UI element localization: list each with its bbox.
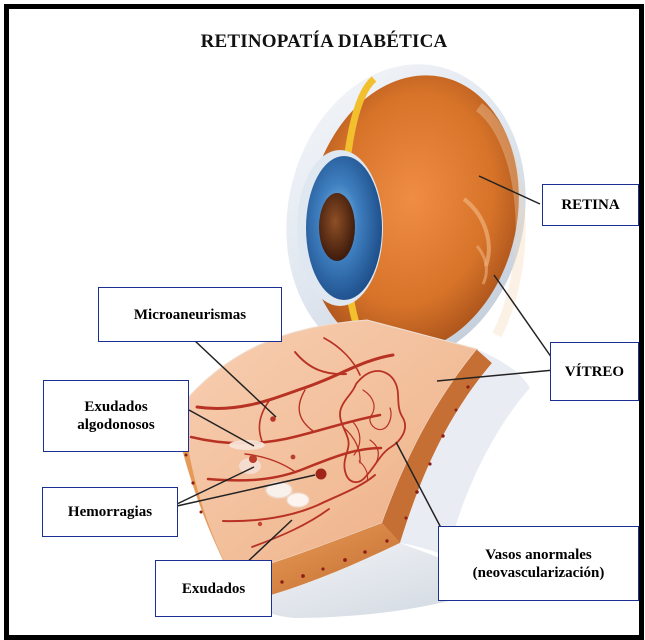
pupil: [319, 193, 355, 261]
exudados-label: Exudados: [155, 560, 272, 617]
microaneurismas-label: Microaneurismas: [98, 287, 282, 342]
exudados-algodonosos-label: Exudados algodonosos: [43, 380, 189, 452]
vitreo-label: VÍTREO: [550, 342, 639, 401]
diagram-frame: RETINOPATÍA DIABÉTICA: [4, 4, 644, 640]
iris: [297, 150, 383, 306]
hemorragias-label: Hemorragias: [42, 487, 178, 537]
retina-label: RETINA: [542, 184, 639, 226]
vasos-anormales-label: Vasos anormales (neovascularización): [438, 526, 639, 601]
